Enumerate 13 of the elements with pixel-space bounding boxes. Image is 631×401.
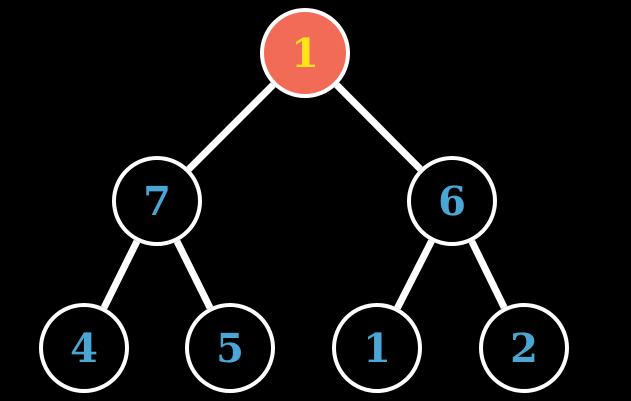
tree-edge <box>394 240 435 310</box>
tree-edge <box>468 240 508 310</box>
node-value: 1 <box>363 324 391 372</box>
tree-edge <box>174 240 214 310</box>
tree-edge <box>100 240 140 310</box>
node-value: 2 <box>510 324 538 372</box>
node-value: 7 <box>143 178 171 224</box>
node-value: 5 <box>216 324 244 372</box>
node-value: 1 <box>291 30 319 76</box>
node-value: 4 <box>70 324 98 372</box>
node-value: 6 <box>438 178 466 224</box>
tree-edge <box>334 82 423 172</box>
tree-edge <box>186 82 276 172</box>
